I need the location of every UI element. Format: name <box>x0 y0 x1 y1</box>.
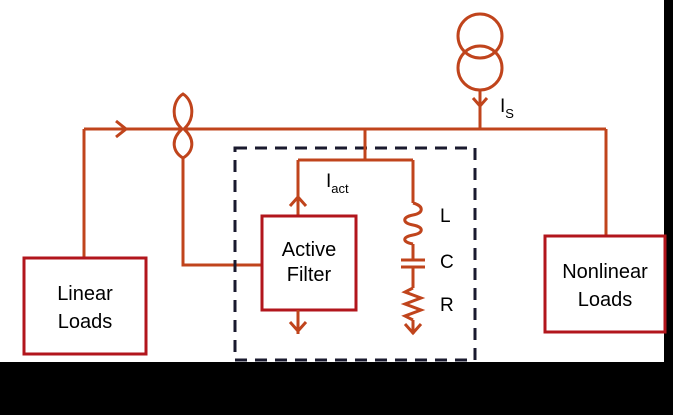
active-filter-label-line2: Filter <box>287 264 332 286</box>
inductor-icon <box>403 201 423 246</box>
nonlinear-loads-label-line2: Loads <box>578 289 633 311</box>
inductor-label: L <box>440 206 451 227</box>
nonlinear-loads-box <box>543 234 667 334</box>
filter-ground-arrow-icon <box>288 321 308 334</box>
bus-current-arrow-icon <box>115 119 129 139</box>
active-filter-label-line1: Active <box>282 239 336 261</box>
resistor-icon <box>400 286 426 322</box>
filter-current-label: Iact <box>326 171 349 196</box>
resistor-label: R <box>440 295 454 316</box>
filter-current-arrow-icon <box>288 194 308 207</box>
linear-loads-box <box>22 256 148 356</box>
linear-loads-label-line2: Loads <box>58 311 113 333</box>
active-filter-box <box>260 214 358 312</box>
linear-loads-label-line1: Linear <box>57 283 113 305</box>
lcr-ground-arrow-icon <box>403 323 423 336</box>
source-current-label: IS <box>500 96 514 121</box>
current-transformer-icon <box>172 92 194 160</box>
capacitor-label: C <box>440 252 454 273</box>
active-filter-enclosure <box>233 146 477 362</box>
source-current-arrow-icon <box>471 97 489 109</box>
nonlinear-loads-label-line1: Nonlinear <box>562 261 648 283</box>
